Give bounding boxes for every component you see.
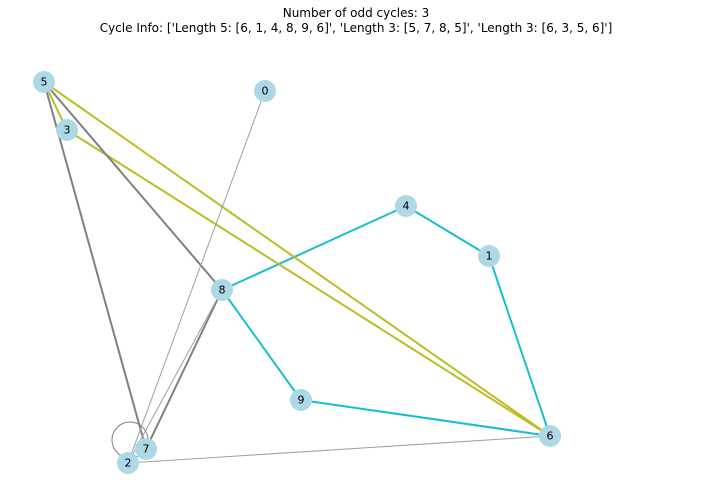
node-6: 6 bbox=[539, 425, 561, 447]
node-circle-0 bbox=[254, 80, 276, 102]
node-circle-7 bbox=[135, 438, 157, 460]
edge-5-7 bbox=[43, 81, 147, 450]
node-5: 5 bbox=[33, 71, 55, 93]
node-0: 0 bbox=[254, 80, 276, 102]
node-2: 2 bbox=[117, 452, 139, 474]
edge-6-1 bbox=[488, 255, 551, 437]
node-label-4: 4 bbox=[403, 200, 410, 213]
node-label-3: 3 bbox=[64, 124, 71, 137]
node-1: 1 bbox=[478, 245, 500, 267]
edge-2-8 bbox=[127, 289, 223, 464]
nodes-layer: 0 1 2 3 4 5 6 7 8 9 bbox=[33, 71, 561, 474]
node-label-2: 2 bbox=[125, 457, 132, 470]
edge-4-8 bbox=[221, 205, 407, 291]
node-circle-6 bbox=[539, 425, 561, 447]
node-label-5: 5 bbox=[41, 76, 48, 89]
node-circle-2 bbox=[117, 452, 139, 474]
node-circle-3 bbox=[56, 119, 78, 141]
edge-5-6 bbox=[43, 81, 551, 437]
node-circle-4 bbox=[395, 195, 417, 217]
node-label-1: 1 bbox=[486, 250, 493, 263]
edge-1-4 bbox=[405, 205, 490, 257]
node-9: 9 bbox=[290, 389, 312, 411]
node-circle-1 bbox=[478, 245, 500, 267]
node-circle-9 bbox=[290, 389, 312, 411]
node-3: 3 bbox=[56, 119, 78, 141]
edge-2-6 bbox=[127, 435, 551, 464]
edge-9-6 bbox=[300, 399, 551, 437]
node-8: 8 bbox=[211, 279, 233, 301]
node-circle-5 bbox=[33, 71, 55, 93]
graph-title: Number of odd cycles: 3 bbox=[282, 6, 430, 20]
node-label-9: 9 bbox=[298, 394, 305, 407]
node-label-6: 6 bbox=[547, 430, 554, 443]
node-label-0: 0 bbox=[262, 85, 269, 98]
node-label-7: 7 bbox=[143, 443, 150, 456]
edge-5-8 bbox=[43, 81, 223, 291]
edge-3-6 bbox=[66, 129, 551, 437]
node-circle-8 bbox=[211, 279, 233, 301]
edge-8-9 bbox=[221, 289, 302, 401]
edge-0-2 bbox=[127, 90, 266, 464]
edge-7-8 bbox=[145, 289, 223, 450]
node-7: 7 bbox=[135, 438, 157, 460]
node-4: 4 bbox=[395, 195, 417, 217]
cycle-info-text: Cycle Info: ['Length 5: [6, 1, 4, 8, 9, … bbox=[99, 21, 613, 35]
node-label-8: 8 bbox=[219, 284, 226, 297]
